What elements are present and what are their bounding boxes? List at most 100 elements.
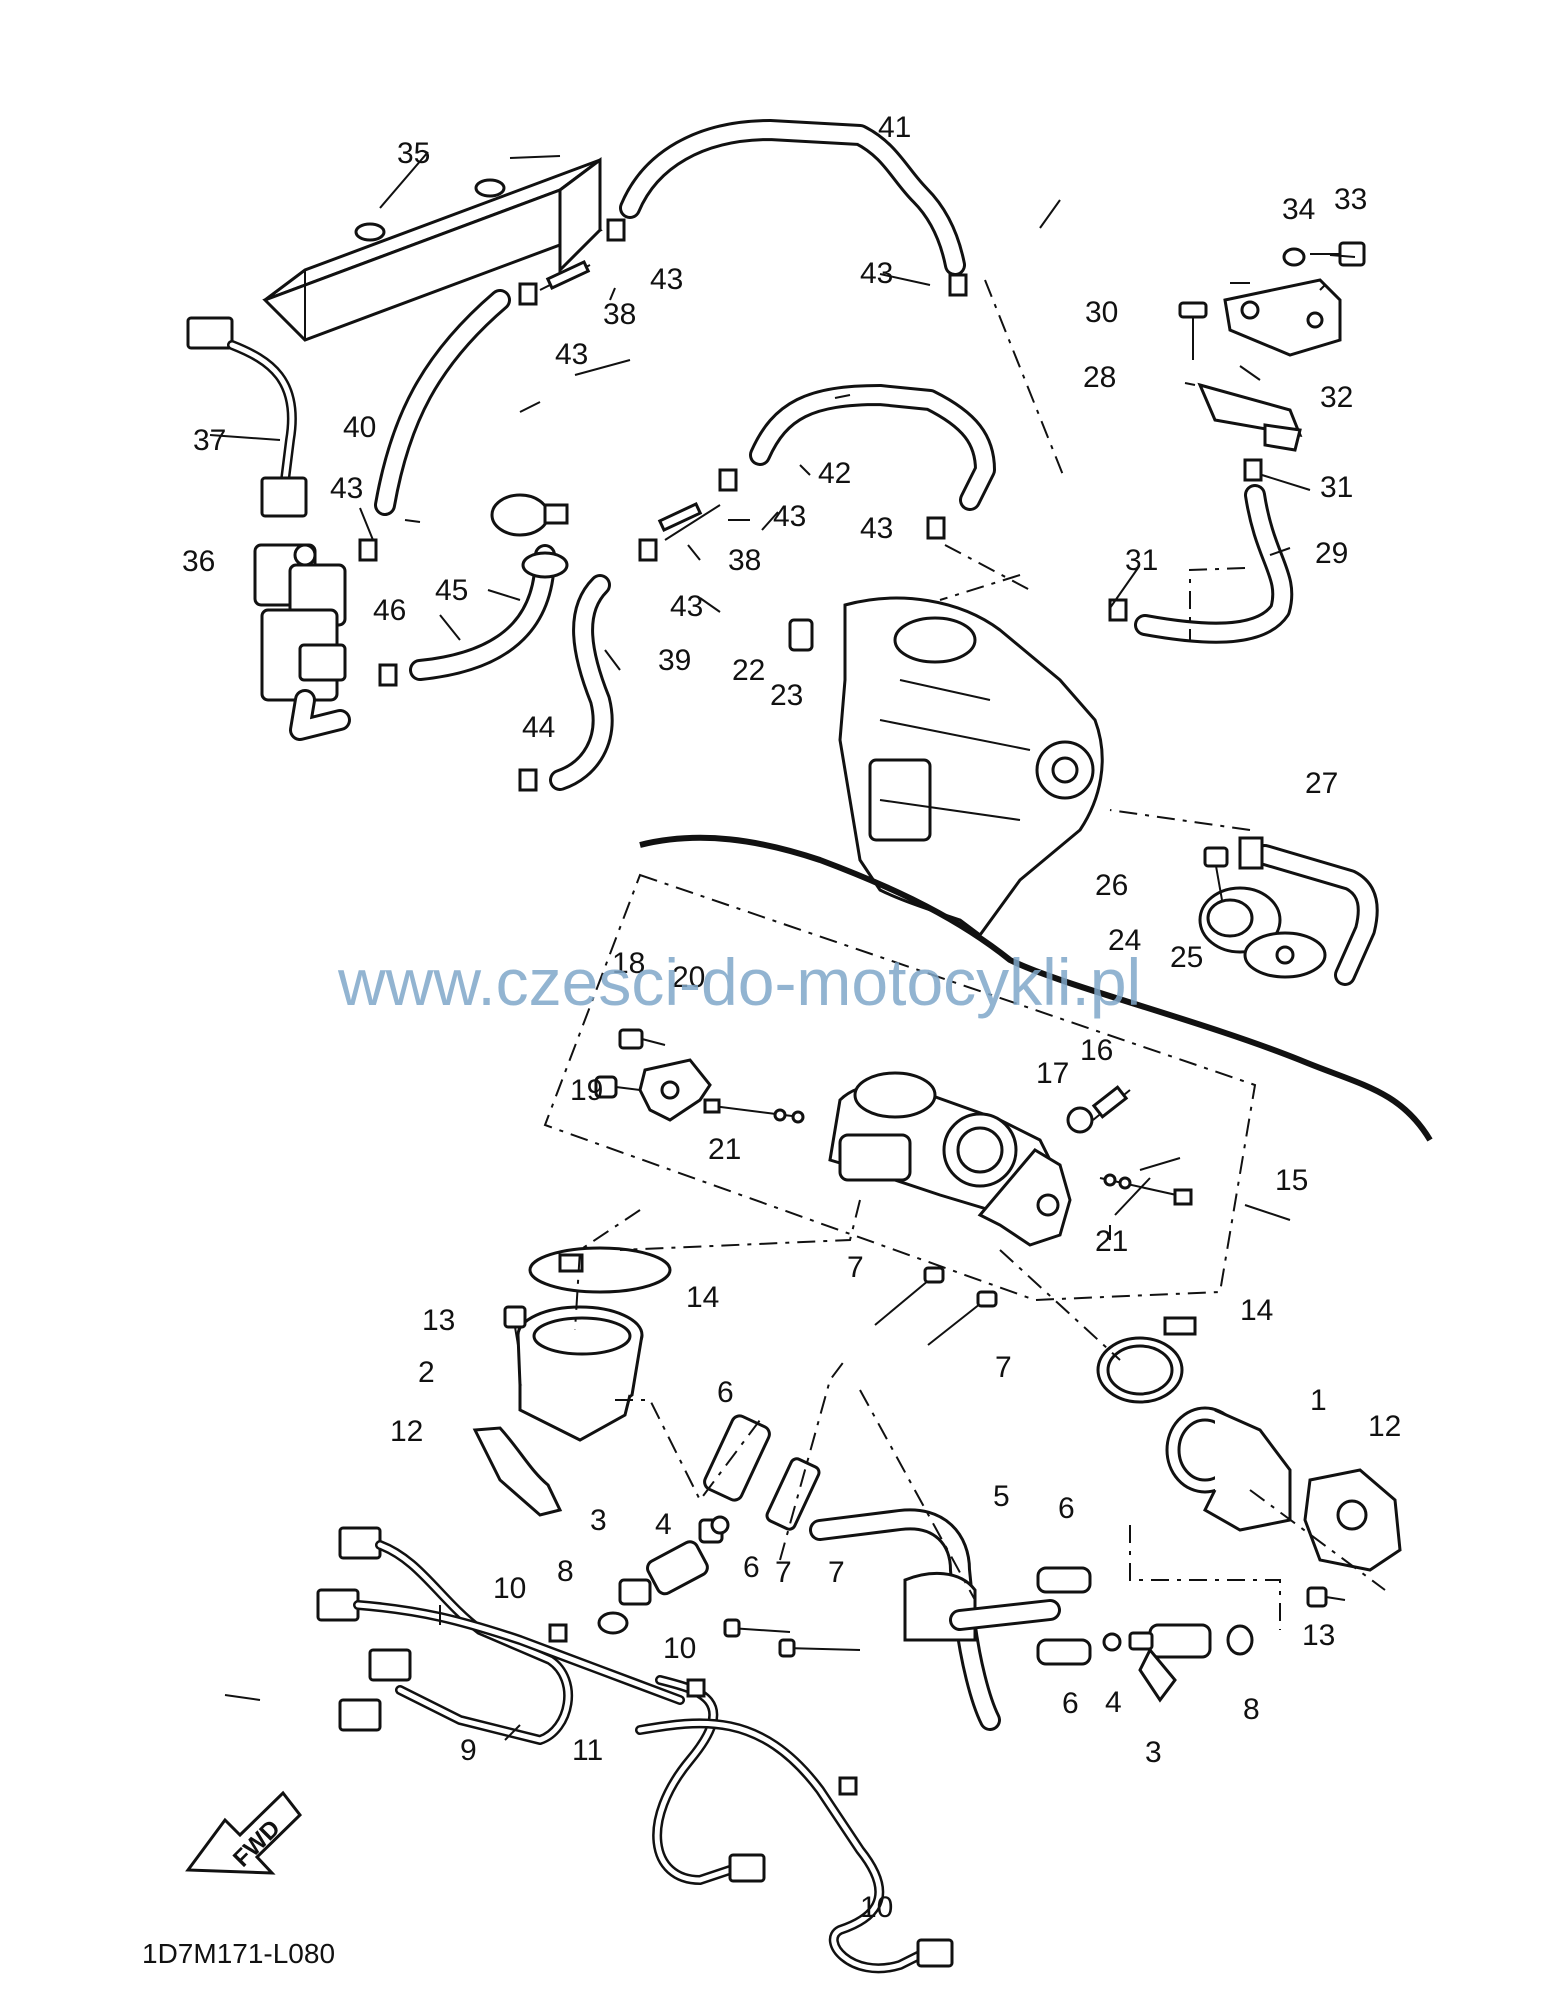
clip-46 (490, 493, 569, 537)
callout-10-a: 10 (493, 1572, 526, 1605)
callout-7-c: 7 (775, 1556, 792, 1589)
callout-39: 39 (658, 644, 691, 677)
callout-27: 27 (1305, 767, 1338, 800)
callout-4-a: 4 (655, 1508, 672, 1541)
callout-13-b: 13 (1302, 1619, 1335, 1652)
washer-34 (1282, 247, 1306, 267)
seal-8-left (597, 1611, 629, 1635)
bolt-7-a (874, 1266, 945, 1326)
diagram-code: 1D7M171-L080 (142, 1938, 335, 1969)
callout-32: 32 (1320, 381, 1353, 414)
callout-3-b: 3 (1145, 1736, 1162, 1769)
callout-45: 46 (373, 594, 406, 627)
callout-37: 37 (193, 424, 226, 457)
callout-19: 19 (570, 1074, 603, 1107)
injector-3-left (618, 1518, 724, 1606)
callout-7-a: 7 (847, 1251, 864, 1284)
hose-41 (619, 119, 966, 276)
callout-6-b: 6 (743, 1551, 760, 1584)
callout-36: 36 (182, 545, 215, 578)
callout-15: 15 (1275, 1164, 1308, 1197)
screw-18 (618, 1028, 666, 1050)
callout-31-b: 31 (1125, 544, 1158, 577)
fuel-rail-5 (809, 1508, 1061, 1731)
o-ring-4-right (1102, 1632, 1122, 1652)
callout-30: 30 (1085, 296, 1118, 329)
pipe-27 (1238, 836, 1379, 986)
screw-19 (594, 1075, 641, 1099)
hose-44 (409, 544, 569, 681)
callout-20: 20 (672, 961, 705, 994)
section-divider (639, 834, 1433, 1142)
callout-6-c: 6 (1058, 1492, 1075, 1525)
hose-29 (1134, 484, 1294, 644)
holder-12-left (472, 1426, 563, 1517)
bracket-32 (1223, 278, 1342, 357)
clamp-14-right (1096, 1316, 1197, 1404)
collar-6-d (1036, 1638, 1092, 1666)
bolt-30 (1178, 301, 1208, 360)
callout-14-b: 14 (1240, 1294, 1273, 1327)
injector-3-right (1128, 1623, 1212, 1703)
callout-21-a: 21 (708, 1133, 741, 1166)
callout-25: 25 (1170, 941, 1203, 974)
callout-11: 11 (572, 1734, 603, 1767)
o-ring-4-left (710, 1515, 730, 1535)
callout-24: 24 (1108, 924, 1141, 957)
bolt-7-c (723, 1618, 791, 1638)
callout-13-a: 13 (422, 1304, 455, 1337)
callout-40: 40 (343, 411, 376, 444)
canister-35 (262, 157, 603, 342)
hose-clips (358, 218, 1263, 792)
collar-6-b (765, 1457, 821, 1531)
fwd-arrow-icon: FWD (185, 1790, 303, 1875)
callout-44: 45 (435, 574, 468, 607)
callout-8-b: 8 (1243, 1693, 1260, 1726)
callout-12-a: 12 (390, 1415, 423, 1448)
callout-33: 33 (1334, 183, 1367, 216)
callout-21-b: 21 (1095, 1225, 1128, 1258)
clips-10 (548, 1623, 858, 1796)
callout-35: 35 (397, 137, 430, 170)
clamp-14-left (528, 1246, 672, 1294)
adjuster-screw-21-right (1099, 1173, 1193, 1206)
gasket-25 (1243, 931, 1327, 979)
collar-6-a (703, 1414, 771, 1502)
callout-7-b: 7 (995, 1351, 1012, 1384)
callout-43-g: 43 (670, 590, 703, 623)
callout-18: 18 (612, 947, 645, 980)
bolt-13-right (1306, 1586, 1346, 1608)
callout-6-d: 6 (1062, 1687, 1079, 1720)
harness-9 (316, 1526, 685, 1745)
callout-28: 28 (1083, 361, 1116, 394)
callout-43-h: 44 (522, 711, 555, 744)
watermark-text: www.czesci-do-motocykli.pl (337, 945, 1141, 1019)
callout-4-b: 4 (1105, 1686, 1122, 1719)
bracket-28 (1197, 382, 1303, 452)
callout-9: 9 (460, 1734, 477, 1767)
callout-43-a: 43 (650, 263, 683, 296)
callout-23: 23 (770, 679, 803, 712)
throttle-body-assembly-15 (543, 873, 1257, 1302)
callout-38-a: 38 (603, 298, 636, 331)
hose-39 (549, 574, 614, 791)
callout-26: 26 (1095, 869, 1128, 902)
callout-34: 34 (1282, 193, 1315, 226)
bolt-13-left (503, 1305, 527, 1346)
seal-8-right (1226, 1624, 1254, 1656)
callout-7-d: 7 (828, 1556, 845, 1589)
callout-43-c: 43 (860, 257, 893, 290)
connector-37 (186, 316, 308, 518)
callout-1: 1 (1310, 1384, 1327, 1417)
engine-block (788, 596, 1104, 938)
callout-42: 42 (818, 457, 851, 490)
intake-joint-2 (516, 1305, 644, 1442)
callout-10-c: 10 (860, 1891, 893, 1924)
callout-3-a: 3 (590, 1504, 607, 1537)
callout-2: 2 (418, 1356, 435, 1389)
nut-17 (1066, 1106, 1094, 1134)
adjuster-screw-21-left (703, 1098, 805, 1124)
callout-14-a: 14 (686, 1281, 719, 1314)
